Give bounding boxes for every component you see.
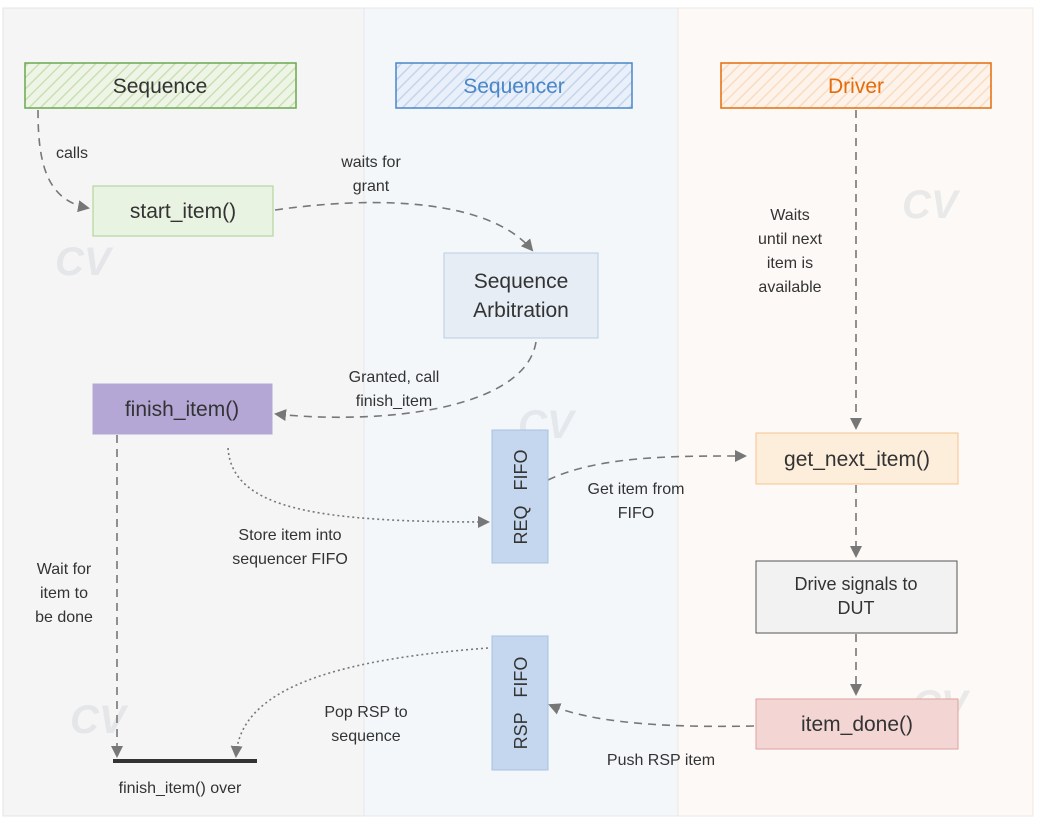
sequencer-header (395, 62, 633, 109)
note-granted-1: Granted, call (349, 369, 440, 386)
note-granted-2: finish_item (356, 393, 432, 410)
arrow-waits-grant (274, 201, 534, 252)
note-push-rsp: Push RSP item (607, 752, 715, 769)
note-store-2: sequencer FIFO (232, 551, 348, 568)
svg-text:CV: CV (70, 698, 129, 742)
note-waits-grant-1: waits for (340, 154, 401, 171)
finish-item-node (92, 383, 273, 435)
note-pop-rsp-1: Pop RSP to (324, 704, 407, 721)
drive-label-line1: Drive signals to (794, 574, 917, 594)
get-next-item-node (755, 432, 959, 485)
note-waits-next-4: available (758, 279, 821, 296)
note-calls: calls (56, 145, 88, 162)
start-item-node (92, 185, 274, 237)
req-fifo-node (491, 429, 549, 564)
item-done-node (755, 698, 959, 750)
note-waits-next-2: until next (758, 231, 823, 248)
arrow-calls (37, 109, 90, 213)
item-done-label: item_done() (801, 713, 913, 736)
sequence-header (24, 62, 297, 109)
note-waits-next-1: Waits (770, 207, 809, 224)
get-next-item-label: get_next_item() (784, 448, 930, 471)
note-wait-done-1: Wait for (37, 561, 92, 578)
req-fifo-label: REQ FIFO (511, 449, 531, 544)
note-pop-rsp-2: sequence (331, 728, 400, 745)
drive-label-line2: DUT (838, 598, 875, 618)
arrow-push-rsp (548, 703, 755, 728)
rsp-fifo-node (491, 635, 549, 771)
note-wait-done-2: item to (40, 585, 88, 602)
sequence-title: Sequence (113, 75, 208, 98)
drive-node (755, 560, 958, 634)
driver-header (720, 62, 992, 109)
sequencer-title: Sequencer (463, 75, 565, 98)
driver-title: Driver (828, 75, 884, 98)
arrow-get-fifo (547, 449, 747, 481)
note-waits-grant-2: grant (353, 178, 390, 195)
svg-text:CV: CV (55, 240, 114, 284)
svg-text:CV: CV (902, 183, 961, 227)
finish-over-label: finish_item() over (119, 780, 242, 797)
arbitration-label-line2: Arbitration (473, 299, 569, 322)
note-get-fifo-1: Get item from (588, 481, 685, 498)
note-store-1: Store item into (238, 527, 341, 544)
rsp-fifo-label: RSP FIFO (511, 657, 531, 750)
note-wait-done-3: be done (35, 609, 93, 626)
note-waits-next-3: item is (767, 255, 813, 272)
start-item-label: start_item() (130, 200, 236, 223)
arbitration-label-line1: Sequence (474, 270, 569, 293)
note-get-fifo-2: FIFO (618, 505, 654, 522)
finish-item-label: finish_item() (125, 398, 239, 421)
arrow-granted (274, 341, 537, 422)
arbitration-node (443, 252, 599, 339)
